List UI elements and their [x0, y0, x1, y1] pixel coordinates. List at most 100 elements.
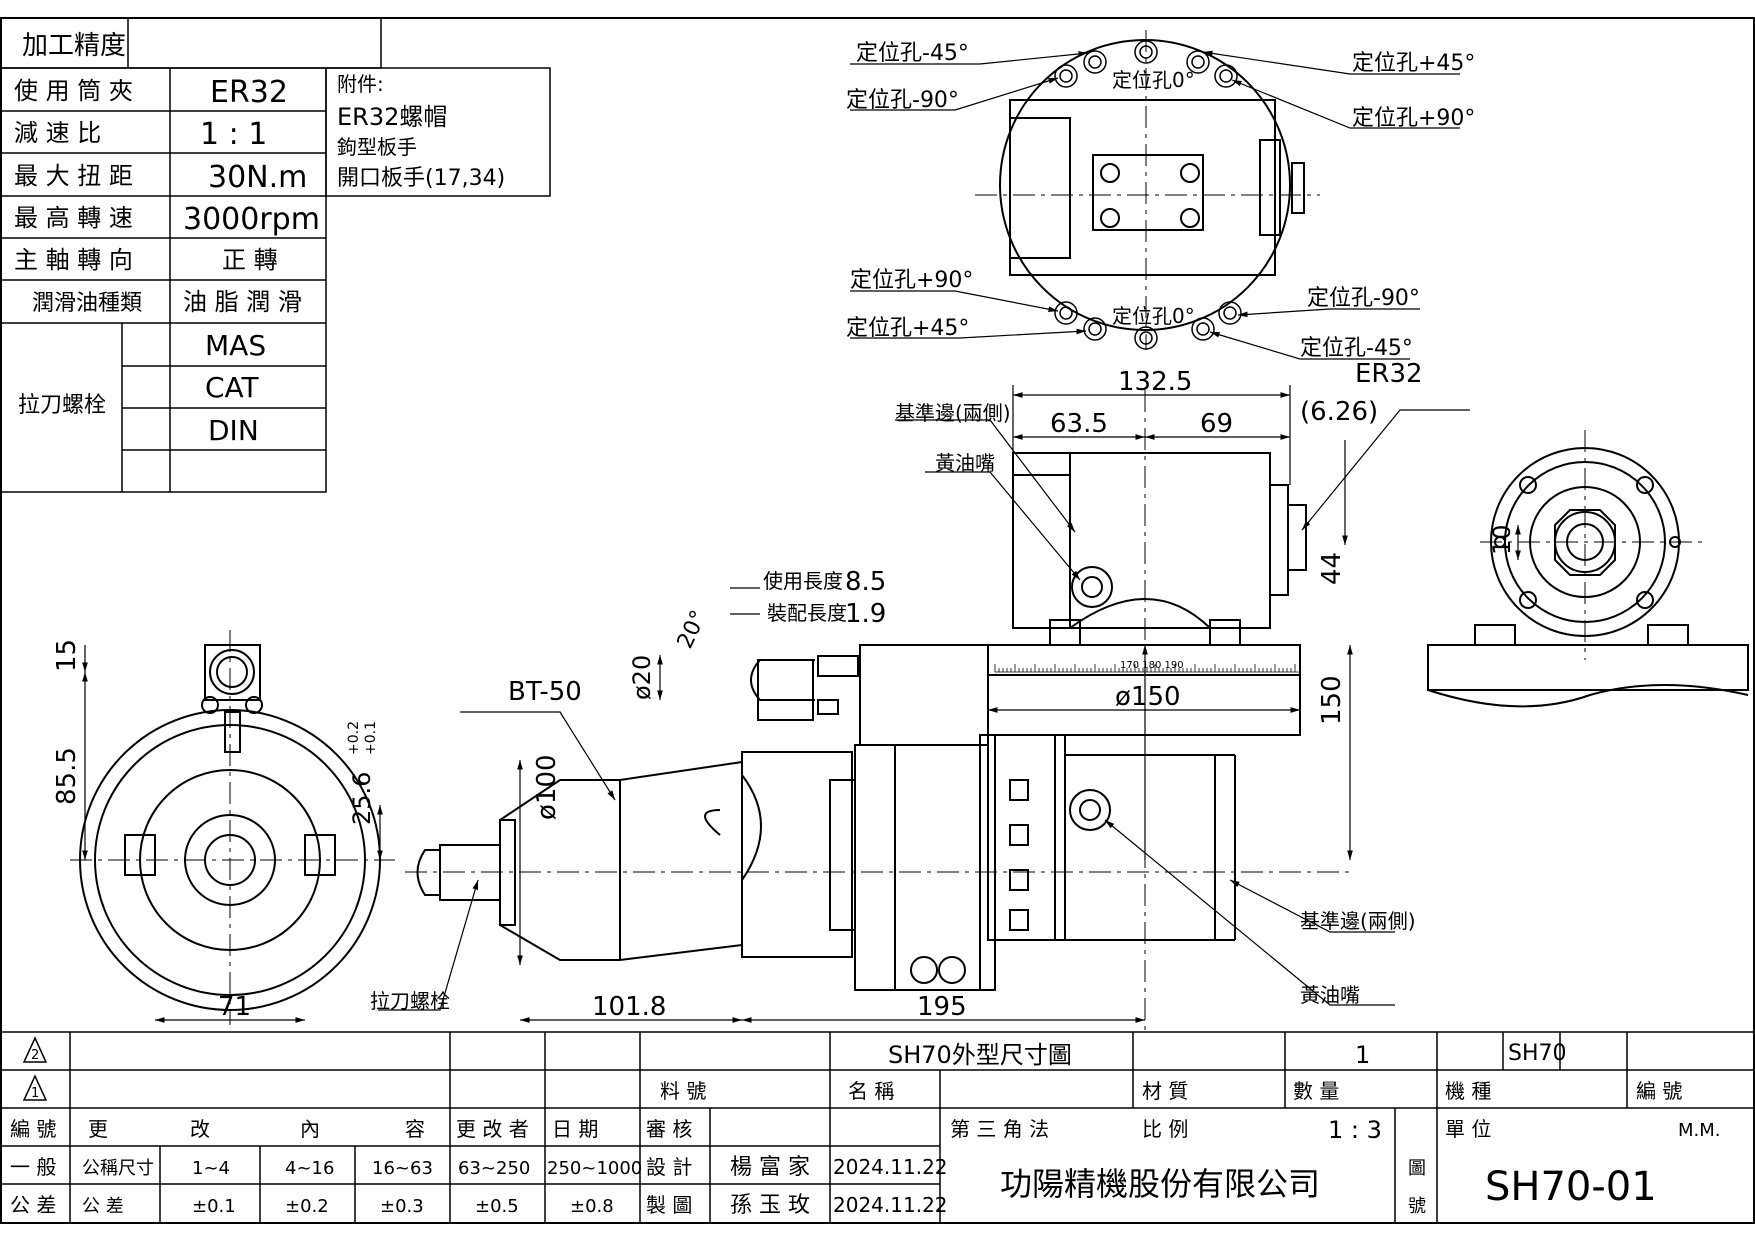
spec-label: 潤滑油種類 — [32, 291, 142, 316]
general-tol-label: 一 般 — [10, 1155, 56, 1179]
accessory-item: 開口板手(17,34) — [337, 166, 505, 191]
dim-text: 20° — [673, 607, 712, 653]
change-label: 容 — [405, 1117, 425, 1141]
dim-text: 195 — [917, 992, 967, 1022]
qty-label: 數 量 — [1293, 1079, 1339, 1103]
range-value: 4~16 — [285, 1158, 334, 1179]
range-value: 1~4 — [192, 1158, 230, 1179]
change-label: 改 — [190, 1117, 210, 1141]
spec-value: ER32 — [210, 75, 288, 110]
material-label: 材 質 — [1142, 1079, 1188, 1103]
dim-text: 101.8 — [592, 992, 666, 1022]
range-value: 250~1000 — [547, 1158, 642, 1179]
scale-ticks — [994, 664, 1300, 673]
drawing-no-label: 圖 — [1408, 1158, 1426, 1179]
top-view-labels: 定位孔-45° 定位孔-90° 定位孔0° 定位孔+45° 定位孔+90° 定位… — [846, 41, 1475, 361]
hole-label: 定位孔+45° — [846, 316, 969, 341]
tol-value: ±0.1 — [192, 1196, 236, 1217]
rev-no-label: 編 號 — [10, 1117, 56, 1141]
designer: 楊 富 家 — [730, 1155, 810, 1180]
side-view-right — [1427, 447, 1749, 708]
ref-edge-label: 基準邊(兩側) — [895, 401, 1011, 425]
design-label: 設 計 — [646, 1155, 692, 1179]
dimension-texts: 132.5 63.5 69 (6.26) ER32 ø150 44 150 10… — [52, 359, 1516, 1022]
hole-label: 定位孔-45° — [856, 41, 969, 66]
pull-stud-callout: 拉刀螺栓 — [370, 989, 450, 1013]
third-angle-label: 第 三 角 法 — [950, 1117, 1049, 1141]
part-no-label: 料 號 — [660, 1079, 706, 1103]
side-view-right-centerlines — [1480, 430, 1705, 660]
dim-text: 8.5 — [845, 567, 886, 597]
changer-label: 更 改 者 — [456, 1117, 529, 1141]
dim-text: 1.9 — [845, 599, 886, 629]
drawing-number: SH70-01 — [1485, 1164, 1657, 1210]
range-value: 63~250 — [458, 1158, 530, 1179]
dim-text: ø20 — [628, 655, 656, 700]
range-value: 16~63 — [372, 1158, 433, 1179]
nominal-label: 公稱尺寸 — [82, 1158, 154, 1179]
tol-label: 公 差 — [82, 1196, 124, 1217]
grease-label: 黃油嘴 — [1300, 983, 1360, 1007]
hole-label: 定位孔-90° — [1307, 286, 1420, 311]
spec-value: 1 : 1 — [200, 117, 267, 152]
hole-label: 定位孔+45° — [1352, 51, 1475, 76]
dim-text: 15 — [52, 639, 82, 672]
spec-table — [0, 17, 551, 493]
collet-label: ER32 — [1355, 359, 1423, 389]
dimension-lines — [82, 385, 1521, 1023]
pull-stud-option: CAT — [205, 371, 260, 404]
dim-text: ø100 — [532, 754, 562, 820]
machine-label: 機 種 — [1445, 1079, 1491, 1103]
drawing-border — [0, 17, 1755, 1224]
tol-value: ±0.8 — [570, 1196, 614, 1217]
dim-text: 10 — [1488, 524, 1516, 555]
title-block-texts: 2 1 SH70外型尺寸圖 1 SH70 料 號 名 稱 材 質 數 量 機 種… — [10, 1041, 1721, 1218]
change-label: 更 — [88, 1117, 108, 1141]
review-label: 審 核 — [646, 1117, 692, 1141]
side-view-left-centerlines — [70, 630, 395, 1025]
grease-label: 黃油嘴 — [935, 451, 995, 475]
company-name: 功陽精機股份有限公司 — [1000, 1165, 1320, 1203]
dim-text: (6.26) — [1300, 397, 1378, 427]
name-label: 名 稱 — [848, 1079, 894, 1103]
accessories-box: 附件: ER32螺帽 鉤型板手 開口板手(17,34) — [337, 72, 505, 191]
accessories-title: 附件: — [337, 72, 384, 96]
hole-label: 定位孔0° — [1112, 304, 1195, 328]
spec-value: 正 轉 — [222, 246, 278, 274]
unit-value: M.M. — [1678, 1120, 1721, 1141]
dim-text: 150 — [1317, 675, 1347, 725]
pull-stud-option: MAS — [205, 329, 266, 362]
dim-text: ø150 — [1115, 682, 1181, 712]
ref-edge-label: 基準邊(兩側) — [1300, 909, 1416, 933]
dim-text: 132.5 — [1118, 367, 1192, 397]
hole-label: 定位孔-45° — [1300, 336, 1413, 361]
pull-stud-label: 拉刀螺栓 — [18, 393, 106, 418]
use-length-label: 使用長度 — [763, 569, 843, 593]
dim-text: 69 — [1200, 409, 1233, 439]
accuracy-label: 加工精度 — [22, 31, 126, 61]
dim-text: 25.6 — [348, 772, 376, 825]
tol-value: ±0.2 — [285, 1196, 329, 1217]
drawn-label: 製 圖 — [646, 1193, 692, 1217]
drafter: 孫 玉 玫 — [730, 1193, 810, 1218]
revision-mark: 2 — [31, 1048, 39, 1063]
scale-text: 170 180 190 — [1120, 660, 1184, 671]
front-view — [416, 452, 1307, 991]
drawing-no-label: 號 — [1408, 1196, 1426, 1217]
tol-value: ±0.3 — [380, 1196, 424, 1217]
drawn-date: 2024.11.22 — [833, 1193, 948, 1217]
spec-label: 最 高 轉 速 — [14, 204, 133, 232]
spec-value: 30N.m — [208, 160, 307, 195]
dim-tol: +0.2 — [346, 721, 362, 755]
quantity: 1 — [1355, 1041, 1370, 1069]
revision-mark: 1 — [31, 1086, 39, 1101]
change-label: 內 — [300, 1117, 320, 1141]
accessory-item: 鉤型板手 — [337, 135, 417, 159]
spec-value: 3000rpm — [183, 202, 320, 237]
dim-text: 85.5 — [52, 747, 82, 805]
spec-label: 最 大 扭 距 — [14, 162, 133, 190]
spec-rows: 使 用 筒 夾 ER32 減 速 比 1 : 1 最 大 扭 距 30N.m 最… — [14, 75, 320, 447]
tol-value: ±0.5 — [475, 1196, 519, 1217]
top-view-leaders — [850, 50, 1460, 360]
